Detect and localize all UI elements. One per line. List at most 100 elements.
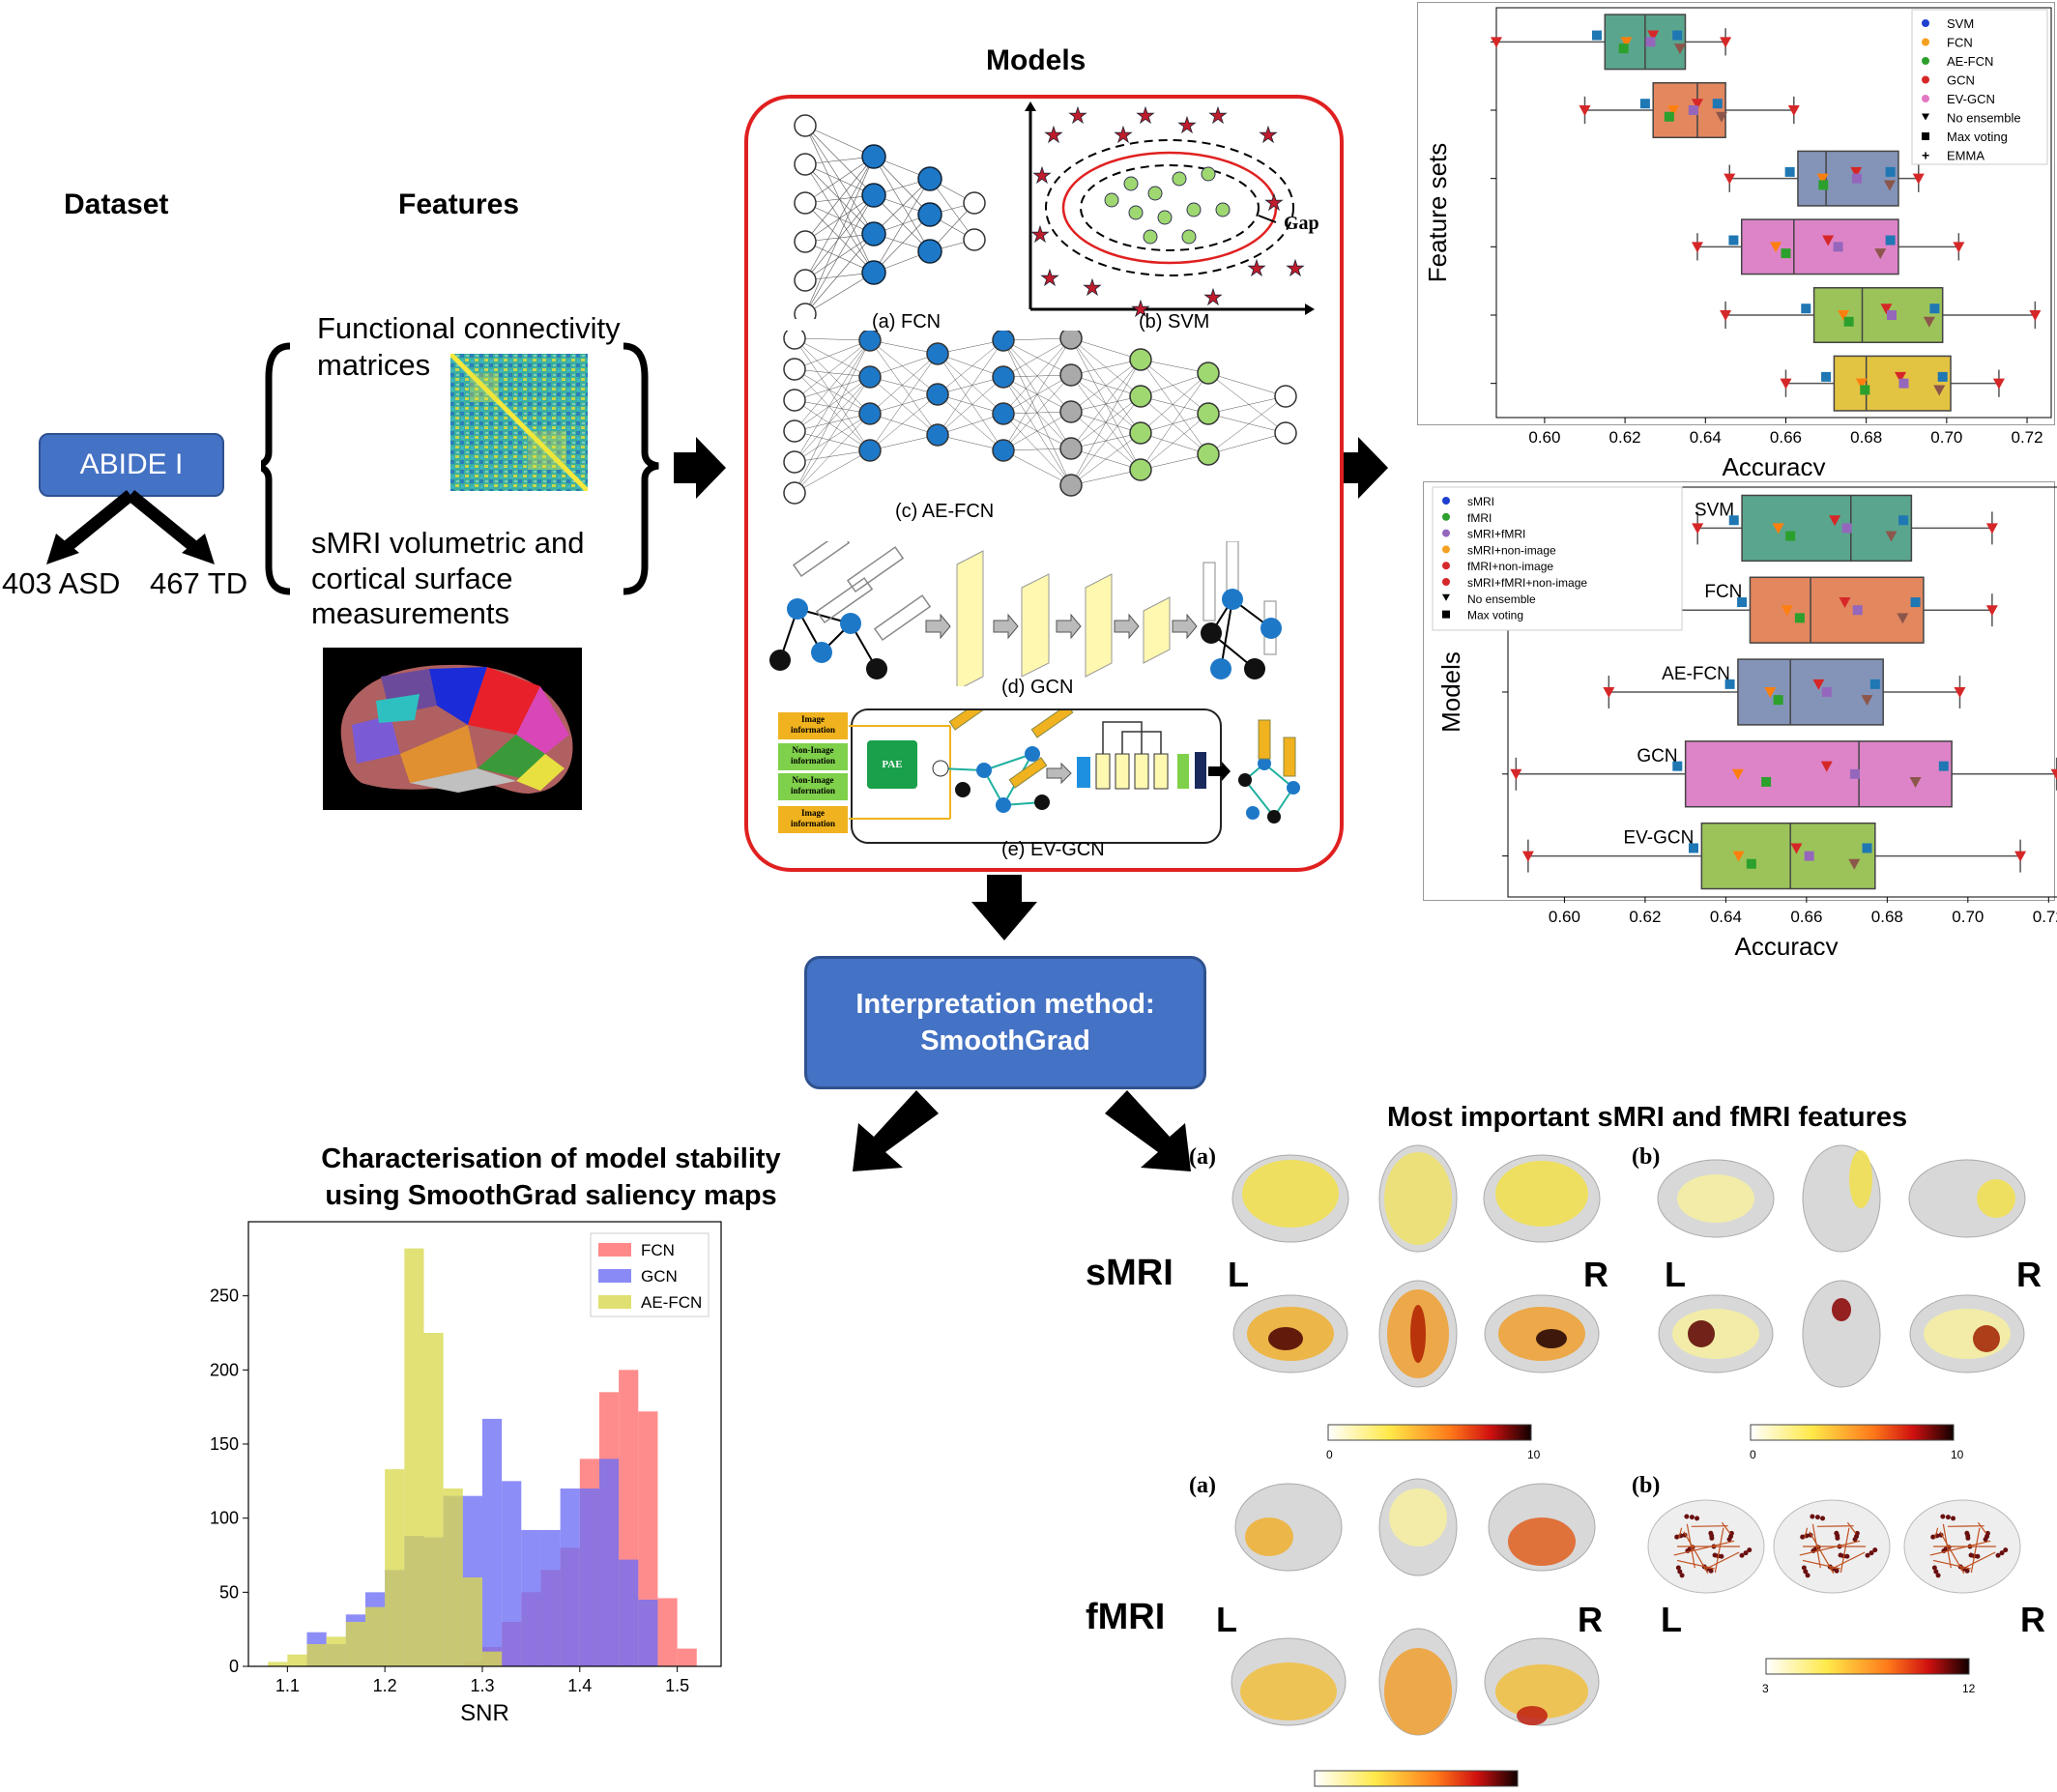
legend-marker	[1442, 512, 1450, 521]
legend-marker: +	[1922, 148, 1929, 163]
x-tick-label: 0.70	[1930, 428, 1962, 447]
aefcn-edge	[869, 434, 939, 451]
legend-label: Max voting	[1467, 609, 1523, 622]
fmri-b-top-glass-edge	[1830, 1551, 1866, 1571]
aefcn-diagram	[783, 331, 1297, 505]
aefcn-edge	[937, 393, 1004, 451]
smri-row-label: sMRI	[1086, 1253, 1173, 1293]
legend-label: EMMA	[1947, 149, 1985, 163]
legend-marker	[1922, 132, 1929, 140]
cortical-parcellation-image	[323, 648, 582, 810]
y-tick-label: 150	[210, 1434, 239, 1454]
y-tick-label: 50	[219, 1582, 239, 1602]
svg-text:★: ★	[1032, 163, 1052, 188]
plot-area	[1495, 7, 2052, 419]
fmri-b-left-glass-node	[1695, 1516, 1700, 1521]
aefcn-edge	[794, 449, 871, 463]
x-tick-label: 1.5	[665, 1676, 689, 1695]
smri-label-1: sMRI volumetric and	[311, 526, 585, 560]
aefcn-edge	[1207, 372, 1287, 434]
triangle-marker	[2014, 851, 2027, 862]
y-tick-label: 0	[229, 1657, 239, 1676]
y-tick-label: 200	[210, 1360, 239, 1379]
fc-label-2: matrices	[317, 348, 431, 382]
histogram-bar	[364, 1606, 386, 1666]
histogram-bar	[579, 1489, 599, 1666]
fmri-b-top-glass-edge	[1846, 1521, 1857, 1535]
interpretation-line2: SmoothGrad	[920, 1026, 1090, 1056]
fmri-b-right-glass-edge	[1970, 1527, 1981, 1574]
aefcn-edge	[794, 337, 871, 378]
svg-text:★: ★	[1030, 222, 1050, 246]
triangle-marker	[1720, 37, 1732, 48]
x-tick-label: 0.66	[1770, 428, 1802, 447]
square-marker	[1821, 687, 1832, 697]
square-marker	[1645, 37, 1656, 47]
box	[1684, 740, 1953, 808]
ev-nonimage-info-2: Non-Image information	[778, 773, 848, 800]
smri-a-left-lateral-activation	[1242, 1160, 1339, 1228]
square-marker	[1887, 310, 1898, 320]
legend-box	[1911, 9, 2048, 165]
abide-box: ABIDE I	[39, 433, 224, 497]
aefcn-edge	[794, 399, 871, 415]
histogram-bar	[385, 1469, 405, 1666]
aefcn-edge	[869, 393, 939, 415]
smri-label-2: cortical surface	[311, 562, 513, 595]
cb2-max: 10	[1951, 1448, 1964, 1461]
aefcn-node	[992, 365, 1015, 389]
triangle-marker	[1820, 761, 1833, 772]
svm-caption: (b) SVM	[1139, 311, 1210, 332]
square-marker	[1885, 235, 1896, 246]
legend-label: sMRI+fMRI+non-image	[1467, 576, 1587, 590]
triangle-marker	[1953, 242, 1965, 253]
triangle-marker	[1715, 111, 1727, 123]
x-tick-label: 0.72	[2033, 908, 2057, 926]
aefcn-edge	[937, 376, 1004, 436]
fmri-b-top-glass-node	[1865, 1552, 1870, 1558]
x-tick-label: 1.4	[567, 1676, 592, 1695]
histogram-bar	[481, 1651, 503, 1666]
fmri-b-right-glass-node	[1945, 1515, 1951, 1520]
histogram-bar	[521, 1529, 541, 1666]
aefcn-edge	[1207, 432, 1287, 455]
aefcn-node	[926, 423, 949, 447]
triangle-marker	[1874, 248, 1887, 260]
triangle-marker	[1770, 242, 1782, 253]
fmri-b-left-glass-edge	[1704, 1551, 1740, 1571]
aefcn-edge	[1002, 449, 1072, 486]
square-marker	[1781, 248, 1791, 259]
square-marker	[1737, 597, 1748, 608]
legend-marker	[1922, 113, 1929, 121]
fmri-b-right-glass-node	[1983, 1537, 1988, 1543]
category-label: GCN	[1637, 746, 1677, 766]
triangle-marker	[1673, 43, 1686, 55]
aefcn-node	[858, 439, 882, 462]
fmri-b-right-glass-node	[1930, 1534, 1936, 1540]
evgcn-caption: (e) EV-GCN	[1001, 839, 1105, 860]
aefcn-edge	[869, 339, 939, 436]
fmri-b-top-glass-edge	[1804, 1527, 1809, 1539]
histogram-bar	[462, 1577, 482, 1666]
triangle-marker	[1812, 679, 1825, 690]
category-label: EV-GCN	[1623, 828, 1694, 849]
x-axis-label: SNR	[460, 1700, 509, 1726]
legend-label: No ensemble	[1467, 593, 1536, 606]
svg-text:★: ★	[1264, 190, 1284, 215]
aefcn-edge	[937, 339, 1004, 395]
fmri-b-right-glass-node	[1951, 1516, 1956, 1521]
triangle-marker	[1923, 316, 1935, 328]
triangle-marker	[1691, 242, 1703, 253]
triangle-marker	[1838, 310, 1850, 321]
aefcn-node	[858, 402, 882, 425]
fmri-b-left-glass-edge	[1691, 1525, 1728, 1527]
triangle-marker	[1883, 180, 1896, 191]
svg-text:★: ★	[1208, 103, 1228, 128]
histogram-bar	[268, 1662, 288, 1666]
histogram-bar	[560, 1489, 580, 1666]
legend-marker	[1922, 38, 1929, 46]
aefcn-edge	[937, 393, 1004, 415]
histogram-bar	[657, 1598, 678, 1666]
box	[1741, 494, 1913, 563]
